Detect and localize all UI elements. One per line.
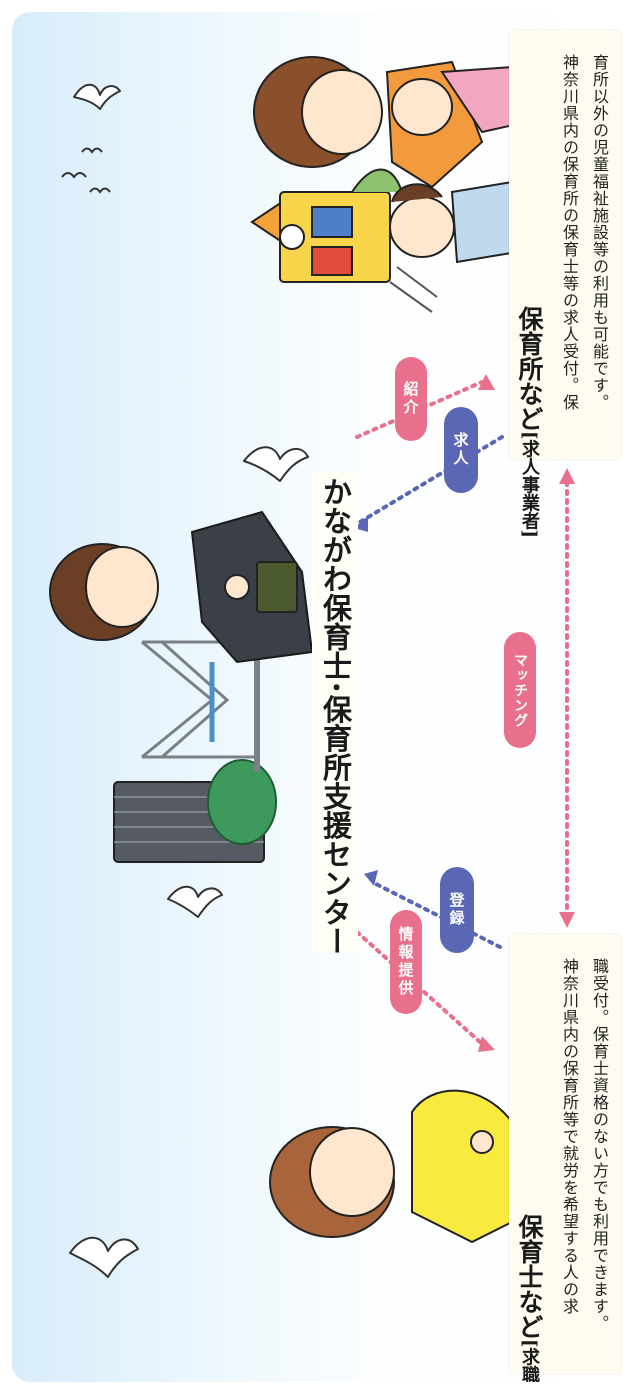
nursery-building-illustration bbox=[250, 168, 438, 313]
tree-illustration bbox=[207, 759, 277, 845]
clock-icon bbox=[279, 224, 305, 250]
bird-icon bbox=[167, 885, 223, 918]
introduce-arrow-line bbox=[355, 380, 484, 439]
job-offer-badge: 求人 bbox=[444, 407, 478, 493]
matching-badge: マッチング bbox=[504, 632, 536, 748]
seeker-role-tag: [求職者] bbox=[519, 1339, 540, 1382]
matching-arrowhead-top bbox=[559, 468, 575, 484]
bird-icon bbox=[69, 1236, 139, 1278]
seeker-desc-line1: 神奈川県内の保育所等で就労を希望する人の求 bbox=[560, 958, 579, 1315]
register-arrowhead bbox=[364, 870, 378, 886]
bird-icon bbox=[73, 83, 121, 110]
office-building-illustration bbox=[113, 759, 277, 863]
seeker-title-text: 保育士など bbox=[515, 1214, 544, 1339]
introduce-arrowhead bbox=[478, 374, 495, 390]
matching-arrowhead-bottom bbox=[559, 912, 575, 928]
info-arrowhead bbox=[478, 1036, 495, 1052]
employer-title-text: 保育所など bbox=[515, 306, 544, 431]
register-badge: 登録 bbox=[440, 867, 474, 953]
seeker-desc-line2: 職受付。保育士資格のない方でも利用できます。 bbox=[590, 958, 609, 1332]
diagram-illustration bbox=[49, 56, 575, 1278]
info-provide-badge: 情報提供 bbox=[390, 910, 422, 1014]
bird-icon bbox=[243, 446, 309, 482]
introduce-badge: 紹介 bbox=[395, 357, 427, 441]
seeker-title: 保育士など[求職者] bbox=[515, 1214, 544, 1382]
job-offer-arrow-line bbox=[358, 435, 504, 524]
center-title: かながわ保育士･保育所支援センター bbox=[312, 472, 358, 955]
employer-title: 保育所など[求人事業者] bbox=[515, 306, 544, 539]
employer-box: 保育所など[求人事業者] 神奈川県内の保育所の保育士等の求人受付。保 育所以外の… bbox=[509, 30, 621, 538]
diagram-panel: かながわ保育士･保育所支援センター 情報提供 登録 紹介 求人 マッチング 保育… bbox=[12, 12, 630, 1382]
distant-birds bbox=[61, 147, 111, 194]
register-arrow-line bbox=[370, 880, 502, 949]
center-staff-illustration bbox=[49, 510, 314, 664]
seeker-box: 保育士など[求職者] 神奈川県内の保育所等で就労を希望する人の求 職受付。保育士… bbox=[509, 934, 621, 1382]
employer-desc-line2: 育所以外の児童福祉施設等の利用も可能です。 bbox=[590, 54, 609, 411]
seeker-woman-illustration bbox=[269, 1089, 534, 1244]
family-illustration bbox=[253, 56, 529, 264]
employer-desc-line1: 神奈川県内の保育所の保育士等の求人受付。保 bbox=[560, 54, 579, 411]
employer-role-tag: [求人事業者] bbox=[519, 431, 540, 539]
bird-icons bbox=[69, 83, 309, 1278]
